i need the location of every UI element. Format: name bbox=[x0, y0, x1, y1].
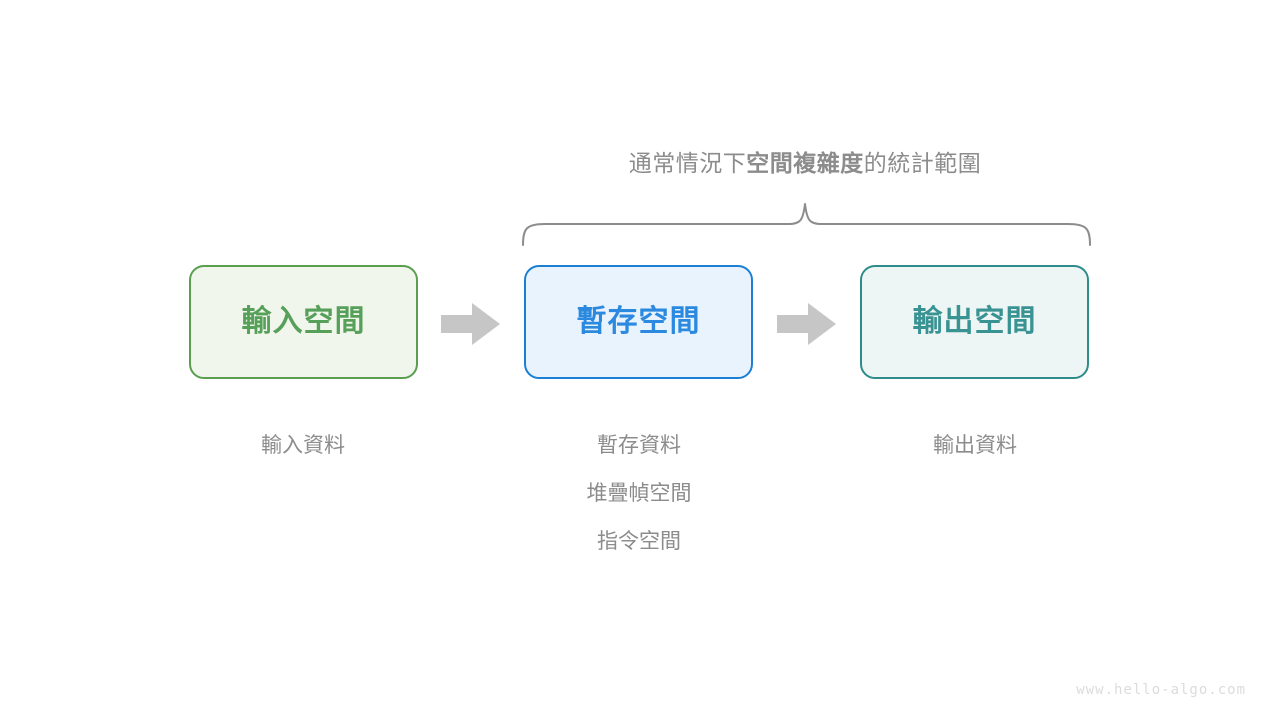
box-input-space-label: 輸入空間 bbox=[241, 305, 366, 338]
watermark: www.hello-algo.com bbox=[1076, 682, 1246, 698]
arrow-input-to-temp bbox=[441, 302, 501, 346]
box-output-space[interactable]: 輸出空間 bbox=[860, 265, 1089, 379]
caption-column-temp: 暫存資料 堆疊幀空間 指令空間 bbox=[489, 422, 789, 566]
box-temp-space-label: 暫存空間 bbox=[576, 305, 701, 338]
right-arrow-icon bbox=[441, 303, 500, 345]
caption-column-output: 輸出資料 bbox=[825, 422, 1125, 470]
scope-caption-prefix: 通常情況下 bbox=[628, 150, 747, 176]
caption-line: 輸出資料 bbox=[933, 434, 1017, 457]
scope-caption-emphasis: 空間複雜度 bbox=[746, 150, 864, 176]
box-output-space-label: 輸出空間 bbox=[912, 305, 1037, 338]
scope-caption: 通常情況下空間複雜度的統計範圍 bbox=[0, 146, 1280, 180]
caption-line: 輸入資料 bbox=[261, 434, 345, 457]
caption-line: 暫存資料 bbox=[597, 434, 681, 457]
scope-brace bbox=[500, 195, 1120, 255]
box-temp-space[interactable]: 暫存空間 bbox=[524, 265, 753, 379]
caption-column-input: 輸入資料 bbox=[153, 422, 453, 470]
right-arrow-icon bbox=[777, 303, 836, 345]
arrow-temp-to-output bbox=[777, 302, 837, 346]
scope-caption-inner: 通常情況下空間複雜度的統計範圍 bbox=[629, 146, 982, 180]
box-input-space[interactable]: 輸入空間 bbox=[189, 265, 418, 379]
scope-caption-suffix: 的統計範圍 bbox=[863, 150, 982, 176]
curly-brace-icon bbox=[522, 203, 1091, 246]
caption-line: 指令空間 bbox=[597, 530, 681, 553]
caption-line: 堆疊幀空間 bbox=[586, 482, 692, 505]
